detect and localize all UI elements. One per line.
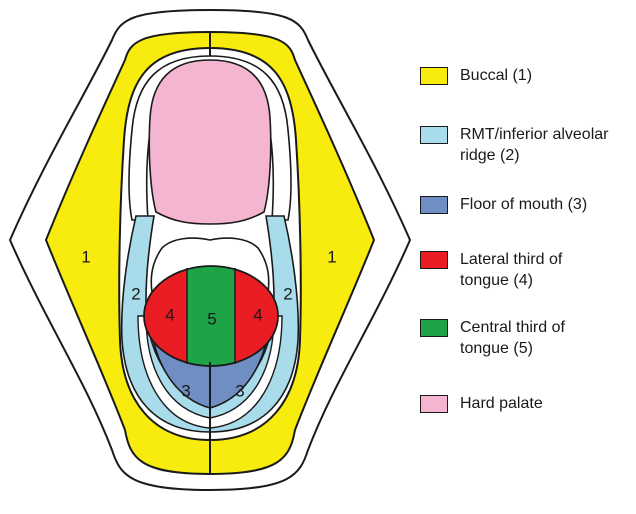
legend-item-central: Central third of tongue (5) — [420, 319, 610, 359]
legend-swatch — [420, 251, 448, 269]
legend-label: Hard palate — [460, 393, 543, 414]
label-central: 5 — [207, 309, 216, 328]
legend-item-lateral: Lateral third of tongue (4) — [420, 251, 610, 291]
legend-swatch — [420, 319, 448, 337]
label-floor-left: 3 — [181, 381, 190, 400]
label-lateral-right: 4 — [253, 305, 262, 324]
legend-item-floor: Floor of mouth (3) — [420, 196, 587, 215]
legend-label: Lateral third of tongue (4) — [460, 249, 610, 291]
legend-item-buccal: Buccal (1) — [420, 67, 532, 86]
legend-label: Central third of tongue (5) — [460, 317, 610, 359]
label-rmt-right: 2 — [283, 284, 292, 303]
label-floor-right: 3 — [235, 381, 244, 400]
label-lateral-left: 4 — [165, 305, 174, 324]
label-buccal-right: 1 — [327, 247, 336, 266]
label-rmt-left: 2 — [131, 284, 140, 303]
legend-item-rmt: RMT/inferior alveolar ridge (2) — [420, 126, 620, 166]
hard-palate — [149, 60, 271, 224]
legend-swatch — [420, 196, 448, 214]
label-buccal-left: 1 — [81, 247, 90, 266]
legend-swatch — [420, 67, 448, 85]
legend-label: Floor of mouth (3) — [460, 194, 587, 215]
legend-label: RMT/inferior alveolar ridge (2) — [460, 124, 620, 166]
legend-swatch — [420, 395, 448, 413]
legend-label: Buccal (1) — [460, 65, 532, 86]
legend-item-hard-palate: Hard palate — [420, 395, 543, 414]
legend-swatch — [420, 126, 448, 144]
